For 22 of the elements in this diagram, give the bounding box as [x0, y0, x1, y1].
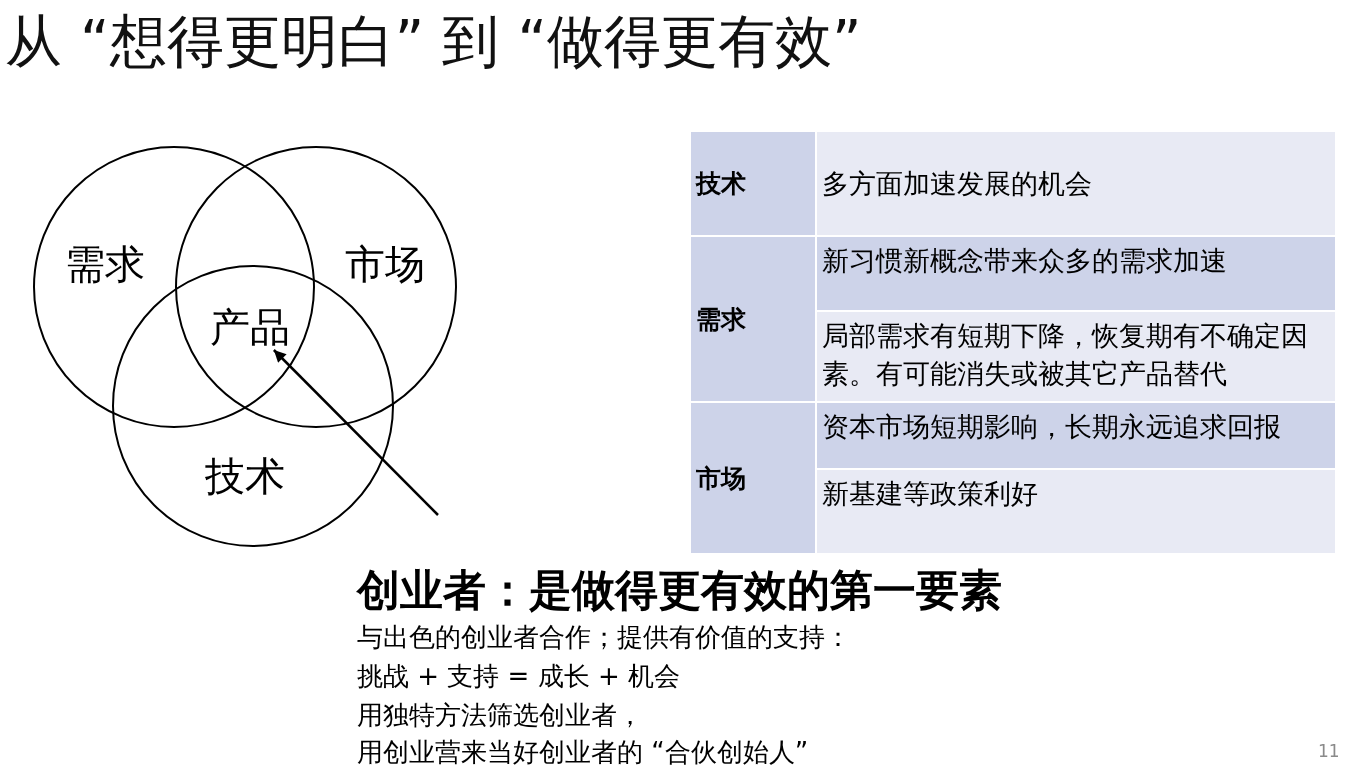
page-number: 11 [1318, 741, 1340, 761]
cell-text: 局部需求有短期下降，恢复期有不确定因素。有可能消失或被其它产品替代 [822, 319, 1309, 391]
text-line: 用独特方法筛选创业者， [357, 699, 643, 731]
arrow [273, 349, 439, 516]
cell-text: 新基建等政策利好 [822, 477, 1038, 511]
cell-text: 资本市场短期影响，长期永远追求回报 [822, 410, 1281, 444]
venn-circle [175, 146, 457, 428]
row-heading: 市场 [696, 462, 746, 495]
slide-title: 从 “想得更明白” 到 “做得更有效” [5, 8, 862, 74]
venn-label: 产品 [207, 304, 295, 350]
venn-label: 需求 [65, 243, 145, 285]
text-line: 用创业营来当好创业者的 “合伙创始人” [357, 736, 809, 768]
venn-label: 技术 [205, 455, 285, 497]
heading: 创业者：是做得更有效的第一要素 [357, 565, 1002, 615]
row-heading: 需求 [696, 303, 746, 336]
text-line: 与出色的创业者合作；提供有价值的支持： [357, 621, 851, 653]
row-heading: 技术 [696, 168, 746, 200]
text-line: 挑战 + 支持 = 成长 + 机会 [357, 660, 680, 692]
venn-label: 市场 [345, 243, 425, 285]
venn-circle [33, 146, 315, 428]
cell-text: 多方面加速发展的机会 [822, 166, 1092, 201]
cell-text: 新习惯新概念带来众多的需求加速 [822, 244, 1227, 278]
